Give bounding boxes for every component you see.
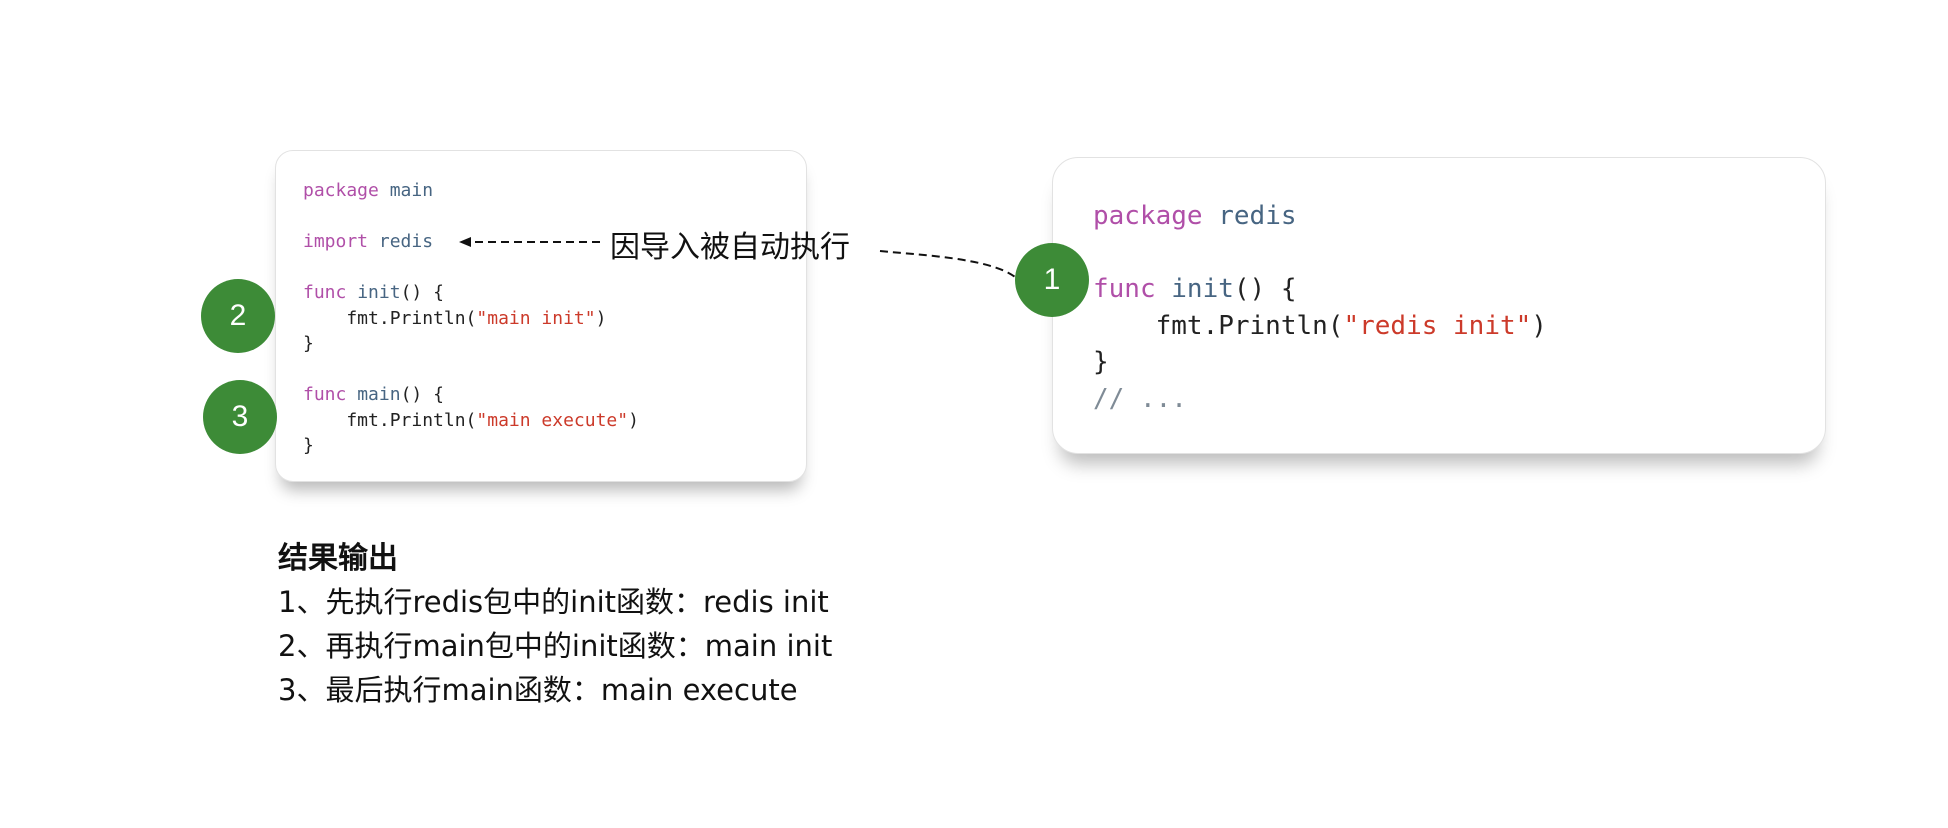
string-literal: "main execute" bbox=[476, 409, 629, 431]
redis-code-card: package redis func init() { fmt.Println(… bbox=[1052, 157, 1826, 454]
auto-execute-annotation: 因导入被自动执行 bbox=[610, 230, 850, 265]
string-literal: "redis init" bbox=[1343, 310, 1532, 341]
redis-code-block: package redis func init() { fmt.Println(… bbox=[1093, 198, 1547, 417]
keyword: import bbox=[303, 231, 369, 252]
code-text: fmt.Println( bbox=[303, 409, 477, 431]
code-text: ) bbox=[1531, 310, 1547, 341]
identifier: main bbox=[357, 384, 401, 405]
keyword: func bbox=[303, 384, 347, 405]
step-badge-2: 2 bbox=[201, 279, 275, 353]
code-text: } bbox=[303, 333, 314, 354]
main-code-block: package main import redis func init() { … bbox=[303, 178, 639, 459]
code-text: () { bbox=[400, 282, 444, 303]
code-text: } bbox=[1093, 347, 1109, 377]
code-text: ) bbox=[595, 307, 607, 329]
identifier: init bbox=[357, 282, 401, 303]
identifier: main bbox=[389, 180, 434, 201]
step-badge-1: 1 bbox=[1015, 243, 1089, 317]
keyword: package bbox=[1093, 201, 1203, 231]
identifier: init bbox=[1171, 274, 1234, 304]
result-line-3: 3、最后执行main函数：main execute bbox=[278, 673, 798, 707]
code-text: () { bbox=[400, 384, 444, 405]
result-line-2: 2、再执行main包中的init函数：main init bbox=[278, 629, 833, 663]
code-text: () { bbox=[1233, 274, 1297, 304]
keyword: func bbox=[1093, 274, 1156, 304]
code-text: } bbox=[303, 435, 314, 456]
main-code-card: package main import redis func init() { … bbox=[275, 150, 807, 482]
step-badge-3: 3 bbox=[203, 380, 277, 454]
result-line-1: 1、先执行redis包中的init函数：redis init bbox=[278, 585, 829, 619]
keyword: func bbox=[303, 282, 347, 303]
result-title: 结果输出 bbox=[278, 541, 398, 576]
code-comment: // ... bbox=[1093, 383, 1187, 414]
code-text: ) bbox=[628, 409, 639, 431]
identifier: redis bbox=[378, 231, 434, 252]
code-text: fmt.Println( bbox=[1093, 310, 1344, 341]
code-text: fmt.Println( bbox=[303, 307, 477, 329]
string-literal: "main init" bbox=[476, 307, 596, 329]
result-output: 结果输出 1、先执行redis包中的init函数：redis init 2、再执… bbox=[278, 538, 832, 712]
identifier: redis bbox=[1218, 201, 1297, 231]
init-connector-line bbox=[879, 250, 1016, 278]
keyword: package bbox=[303, 180, 379, 201]
